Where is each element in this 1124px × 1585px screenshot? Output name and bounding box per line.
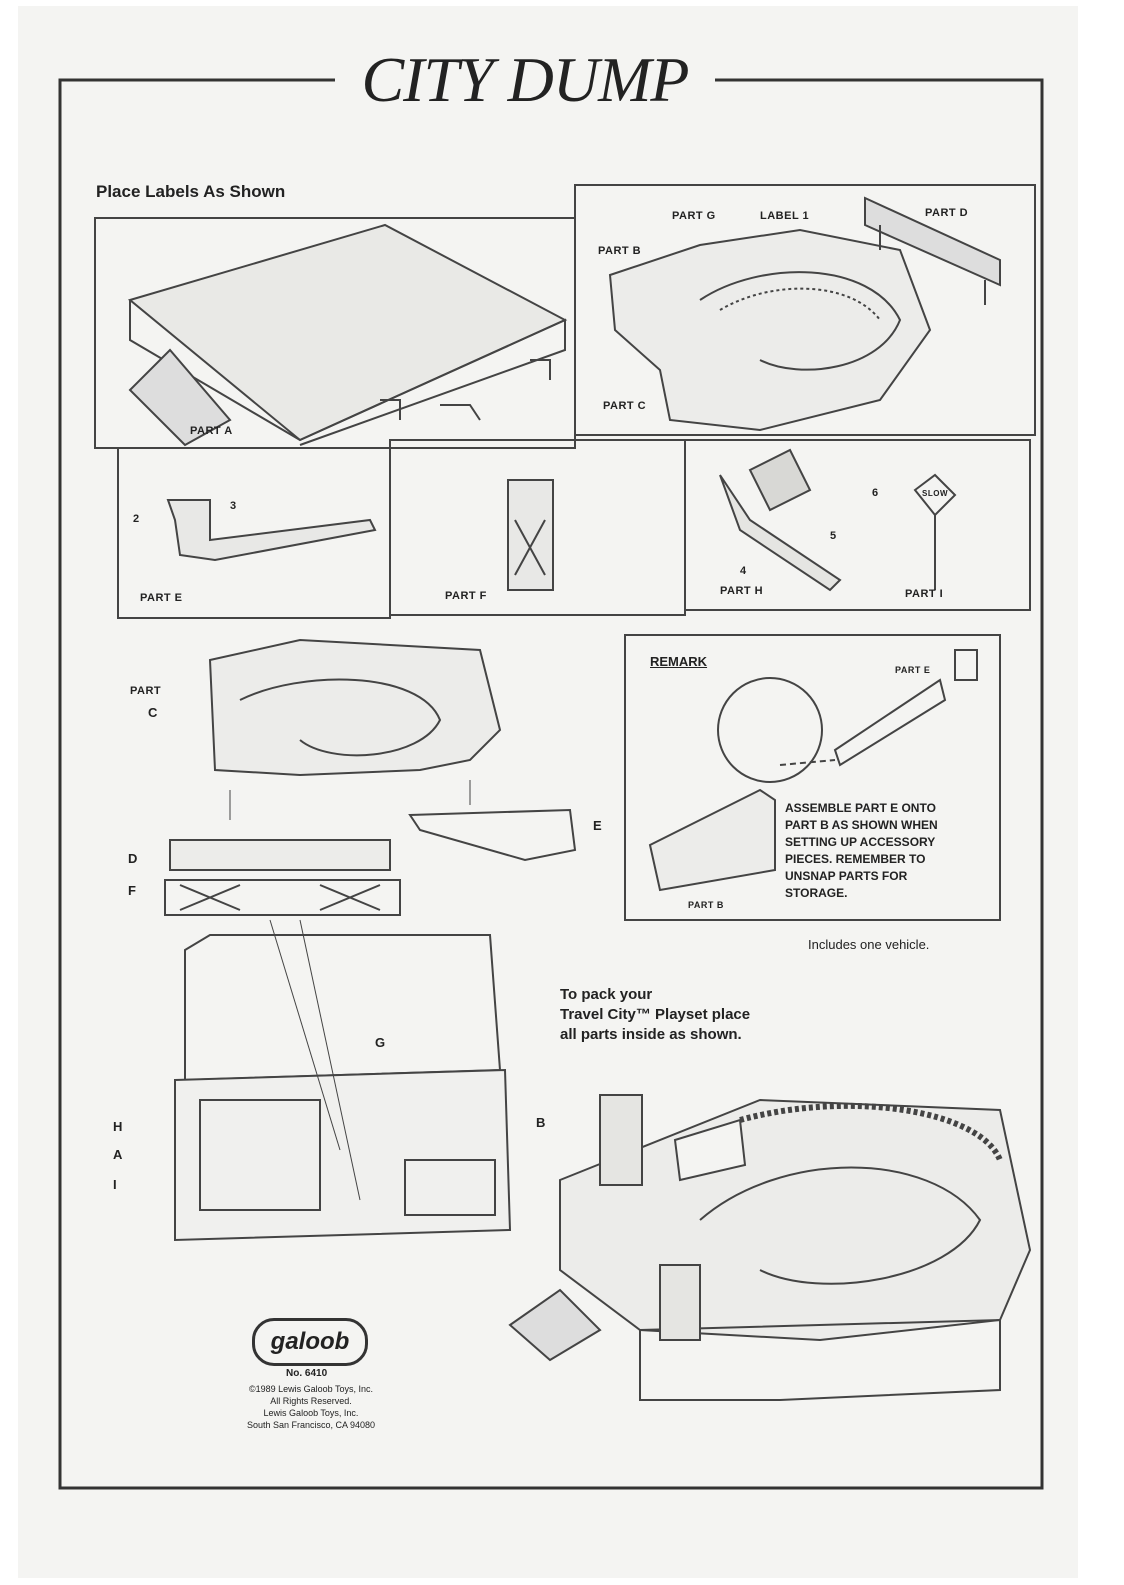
remark-title: REMARK [650, 654, 708, 669]
letter-e: E [593, 818, 602, 833]
panel-part-b-c-d-g [574, 184, 1036, 436]
pack-instructions: To pack your Travel City™ Playset place … [560, 986, 751, 1043]
letter-i: I [113, 1177, 117, 1192]
letter-f: F [128, 883, 136, 898]
label-part-b: PART B [598, 245, 642, 257]
label-num-5: 5 [830, 530, 837, 542]
remark-box [624, 634, 1001, 921]
label-sign: SLOW [922, 489, 948, 498]
label-part-h: PART H [720, 585, 764, 597]
remark-label-part-e: PART E [895, 665, 931, 675]
label-num-3: 3 [230, 500, 237, 512]
remark-label-part-b: PART B [688, 900, 724, 910]
assembled-playset [508, 1094, 1032, 1401]
exploded-view [164, 638, 577, 1242]
label-num-6: 6 [872, 487, 879, 499]
label-part-e: PART E [140, 592, 183, 604]
letter-a: A [113, 1147, 123, 1162]
label-part-a: PART A [190, 425, 233, 437]
copyright-text: ©1989 Lewis Galoob Toys, Inc. All Rights… [246, 1384, 376, 1430]
letter-d: D [128, 851, 138, 866]
letter-h: H [113, 1119, 123, 1134]
panel-part-f [389, 439, 686, 616]
includes-vehicle-note: Includes one vehicle. [808, 937, 930, 952]
model-number: No. 6410 [286, 1368, 328, 1379]
label-label-1: LABEL 1 [760, 210, 810, 222]
letter-b: B [536, 1115, 546, 1130]
label-num-2: 2 [133, 513, 140, 525]
letter-c: C [148, 705, 158, 720]
remark-text: ASSEMBLE PART E ONTO PART B AS SHOWN WHE… [785, 801, 938, 900]
label-part-c-exploded: PART [130, 685, 162, 697]
label-num-4: 4 [740, 565, 747, 577]
label-part-c: PART C [603, 400, 647, 412]
panel-part-h-i [684, 439, 1031, 611]
galoob-logo: galoob [252, 1318, 368, 1366]
panel-part-a [94, 217, 576, 449]
place-labels-heading: Place Labels As Shown [96, 182, 286, 201]
letter-g: G [375, 1035, 386, 1050]
label-part-f: PART F [445, 590, 487, 602]
label-part-i: PART I [905, 588, 944, 600]
page-title: CITY DUMP [335, 40, 715, 120]
label-part-d: PART D [925, 207, 969, 219]
label-part-g: PART G [672, 210, 716, 222]
